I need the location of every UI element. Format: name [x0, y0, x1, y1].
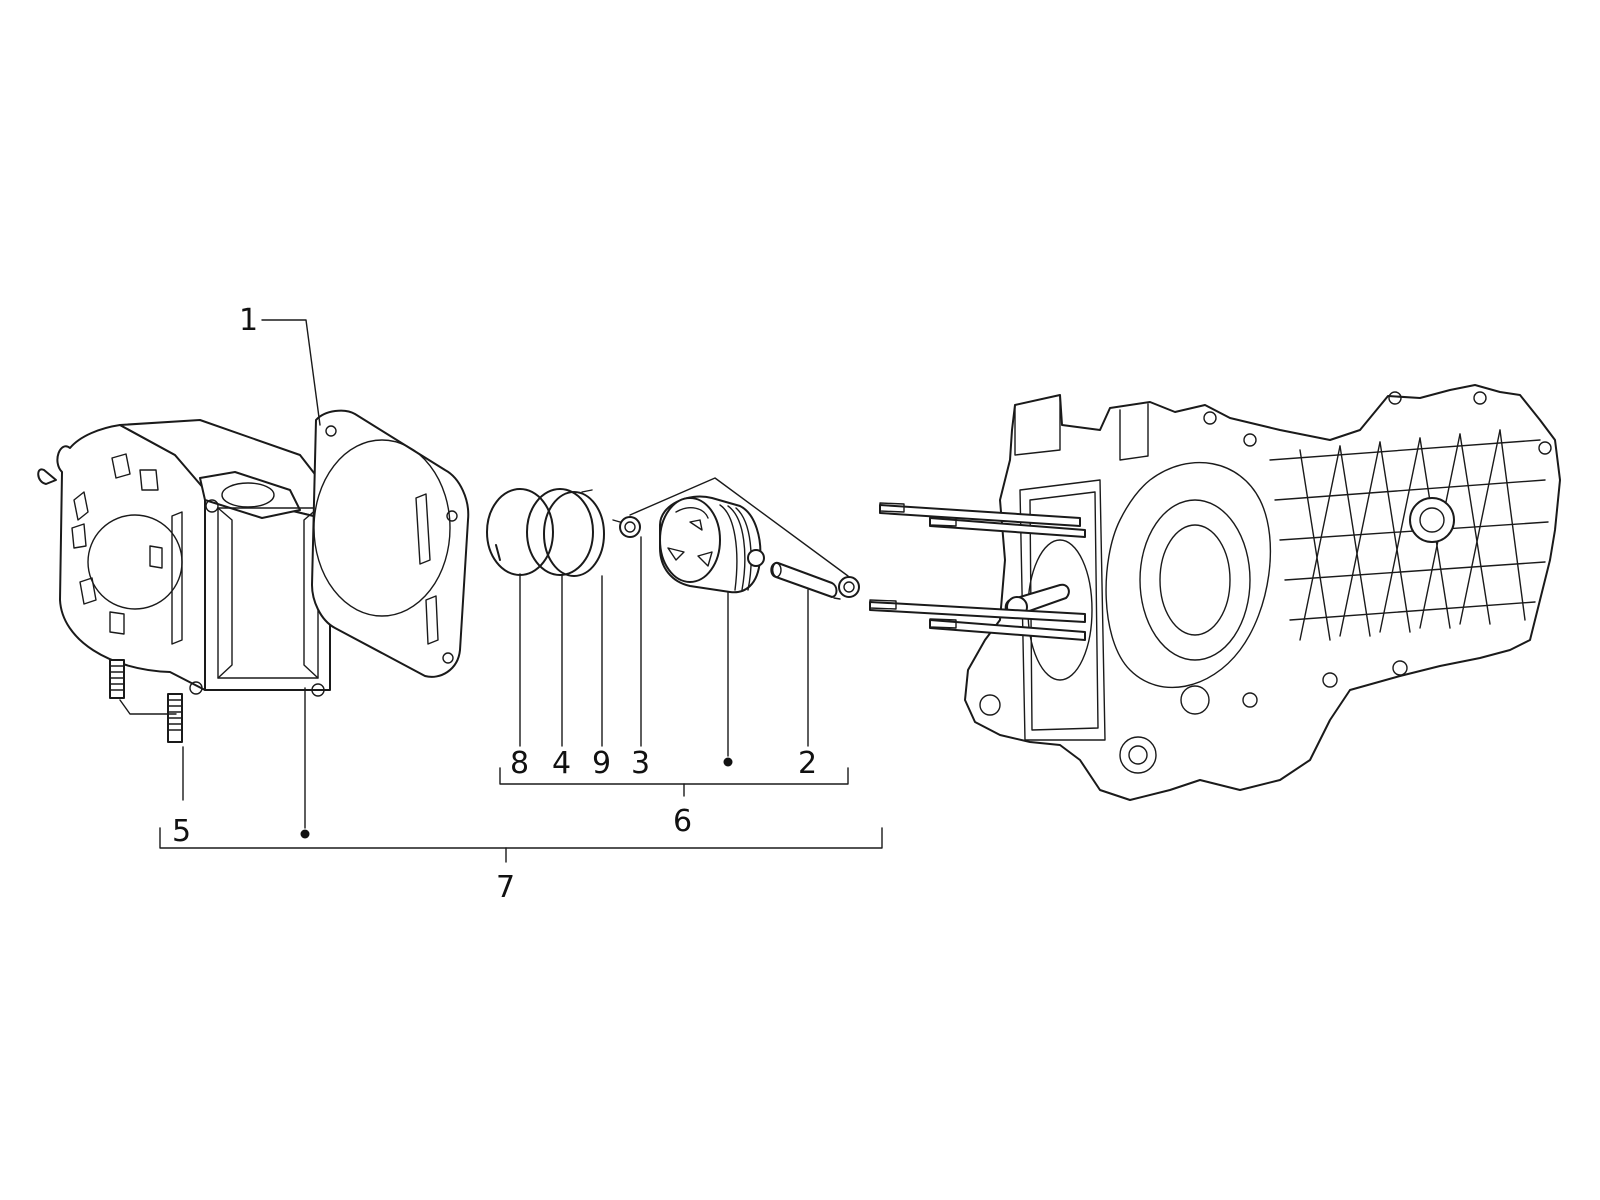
callout-3: 3	[631, 746, 650, 781]
callout-6: 6	[673, 804, 692, 839]
leader-dot-cylinder	[300, 829, 310, 839]
callout-8: 8	[510, 746, 529, 781]
crankcase	[869, 384, 1561, 801]
circlips	[612, 516, 860, 600]
guide-lines	[119, 319, 883, 863]
callout-5: 5	[172, 814, 191, 849]
piston-pin	[770, 561, 838, 598]
cylinder-base-gasket	[311, 409, 470, 678]
piston	[659, 495, 765, 594]
callout-1: 1	[239, 303, 258, 338]
callout-9: 9	[592, 746, 611, 781]
callout-4: 4	[552, 746, 571, 781]
leader-dot-piston	[723, 757, 733, 767]
cylinder-block	[37, 419, 336, 697]
callout-7: 7	[496, 870, 515, 905]
piston-rings	[486, 488, 605, 577]
studs	[109, 659, 183, 743]
callout-2: 2	[798, 746, 817, 781]
